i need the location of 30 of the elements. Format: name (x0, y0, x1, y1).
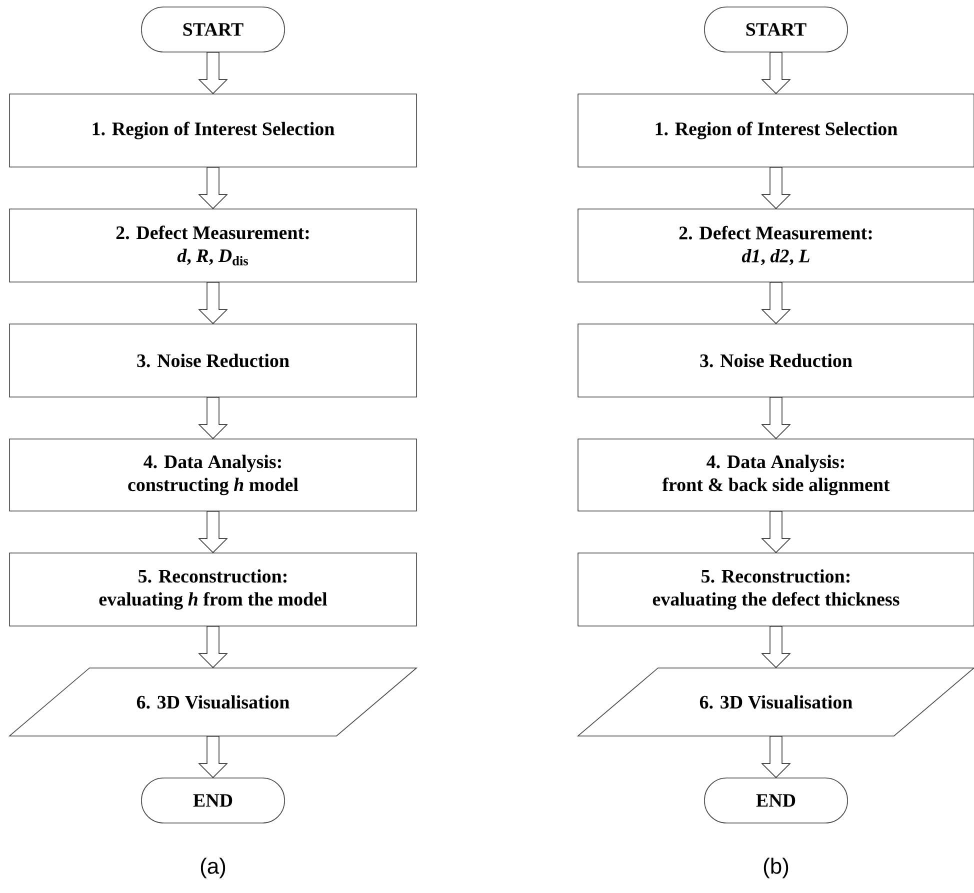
terminal-pill: END (704, 778, 848, 824)
block-arrow (761, 626, 791, 668)
block-arrow (198, 510, 228, 554)
block-arrow (761, 510, 791, 554)
process-box: 5. Reconstruction: evaluating h from the model (9, 552, 417, 626)
block-arrow (761, 166, 791, 210)
block-arrow (198, 282, 228, 324)
block-arrow (761, 736, 791, 778)
process-box: 2. Defect Measurement: d, R, D$_{dis}$ (9, 208, 417, 282)
process-box: 3. Noise Reduction (9, 324, 417, 398)
panel-label: (a) (200, 858, 226, 878)
terminal-pill: START (704, 6, 848, 52)
process-box: 2. Defect Measurement: d1, d2, L (578, 208, 974, 282)
process-box: 5. Reconstruction: evaluating the defect thickness (578, 552, 974, 626)
block-arrow (761, 282, 791, 324)
block-arrow (761, 52, 791, 94)
block-arrow (198, 626, 228, 668)
terminal-pill: END (141, 778, 285, 824)
process-box: 3. Noise Reduction (578, 324, 974, 398)
block-arrow (198, 736, 228, 778)
process-box: 1. Region of Interest Selection (578, 94, 974, 168)
block-arrow (198, 52, 228, 94)
terminal-pill: START (141, 6, 285, 52)
block-arrow (198, 166, 228, 210)
panel-label: (b) (764, 858, 788, 878)
process-box: 1. Region of Interest Selection (9, 94, 417, 168)
block-arrow (198, 396, 228, 440)
process-box: 4. Data Analysis: front & back side alignment (578, 438, 974, 512)
process-box: 4. Data Analysis: constructing h model (9, 438, 417, 512)
block-arrow (761, 396, 791, 440)
